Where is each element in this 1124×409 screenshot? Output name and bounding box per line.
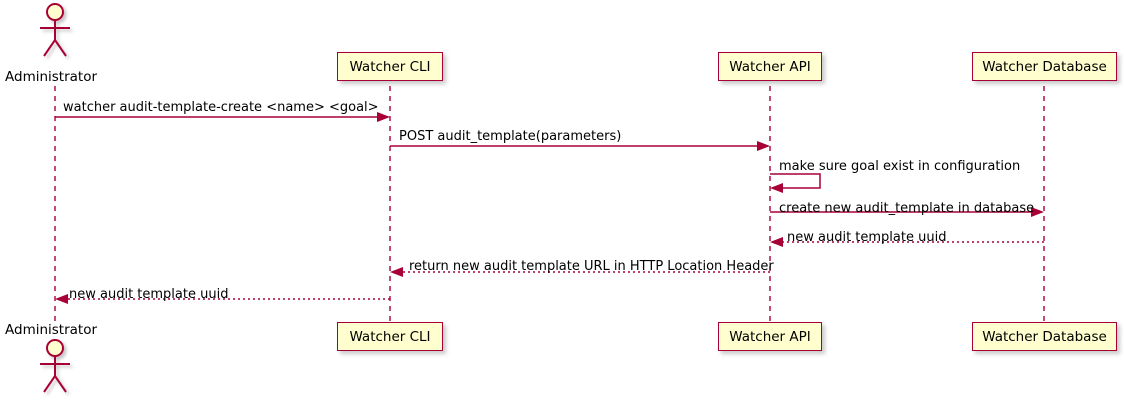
- message-label-3: make sure goal exist in configuration: [779, 159, 1021, 174]
- arrowhead-left-icon: [390, 267, 403, 277]
- participant-label: Watcher CLI: [349, 58, 431, 75]
- arrowhead-left-icon: [770, 183, 783, 193]
- arrowhead-right-icon: [377, 112, 390, 122]
- message-label-2: POST audit_template(parameters): [399, 129, 622, 144]
- arrowhead-left-icon: [770, 237, 783, 247]
- message-label-5: new audit template uuid: [787, 230, 947, 245]
- message-label-1: watcher audit-template-create <name> <go…: [63, 100, 379, 115]
- participant-box-watcher-cli-top[interactable]: Watcher CLI: [337, 52, 443, 81]
- message-arrow-3-self: [770, 173, 821, 193]
- actor-leg-left-icon: [43, 375, 56, 393]
- actor-admin-top: [40, 3, 70, 57]
- message-arrow-2: [390, 141, 770, 151]
- participant-label: Watcher Database: [982, 328, 1107, 345]
- actor-label-admin-top: Administrator: [5, 69, 98, 85]
- message-arrow-5: [770, 237, 1044, 247]
- message-arrow-7: [55, 294, 390, 304]
- participant-box-watcher-api-bottom[interactable]: Watcher API: [718, 322, 822, 351]
- message-arrow-4: [770, 207, 1044, 217]
- participant-box-watcher-database-bottom[interactable]: Watcher Database: [972, 322, 1117, 351]
- participant-label: Watcher CLI: [349, 328, 431, 345]
- participant-box-watcher-cli-bottom[interactable]: Watcher CLI: [337, 322, 443, 351]
- participant-box-watcher-api-top[interactable]: Watcher API: [718, 52, 822, 81]
- actor-head-icon: [46, 339, 64, 357]
- actor-admin-bottom: [40, 339, 70, 393]
- actor-leg-right-icon: [54, 39, 67, 57]
- actor-head-icon: [46, 3, 64, 21]
- arrowhead-right-icon: [757, 141, 770, 151]
- actor-leg-right-icon: [54, 375, 67, 393]
- participant-box-watcher-database-top[interactable]: Watcher Database: [972, 52, 1117, 81]
- participant-label: Watcher API: [729, 58, 811, 75]
- message-label-4: create new audit_template in database: [779, 201, 1035, 216]
- message-arrow-6: [390, 267, 770, 277]
- message-label-6: return new audit template URL in HTTP Lo…: [409, 259, 774, 274]
- message-arrow-1: [55, 112, 390, 122]
- participant-label: Watcher API: [729, 328, 811, 345]
- arrowhead-right-icon: [1031, 207, 1044, 217]
- arrowhead-left-icon: [55, 294, 68, 304]
- participant-label: Watcher Database: [982, 58, 1107, 75]
- actor-label-admin-bottom: Administrator: [5, 322, 98, 338]
- message-label-7: new audit template uuid: [69, 287, 229, 302]
- actor-leg-left-icon: [43, 39, 56, 57]
